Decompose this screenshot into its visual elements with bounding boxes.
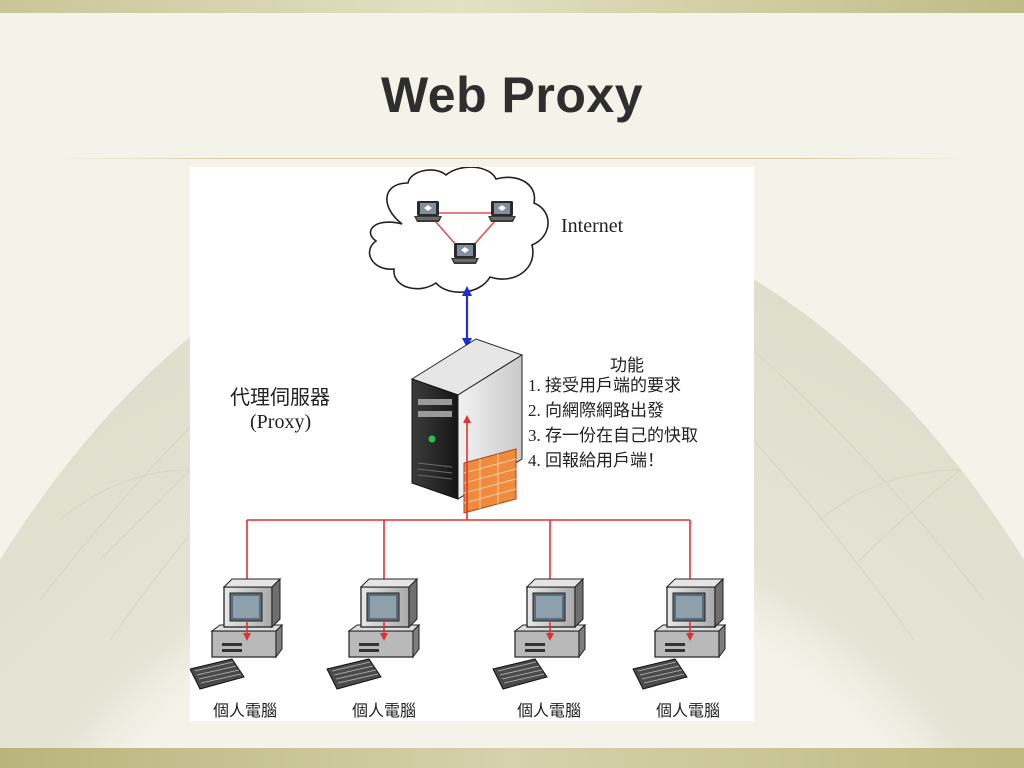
internet-laptop-icon (488, 201, 516, 222)
client-pc-icon (326, 578, 420, 690)
bottom-decorative-band (0, 748, 1024, 768)
functions-title: 功能 (610, 356, 644, 375)
client-pc-label: 個人電腦 (351, 703, 416, 720)
request-arrow-overlay (243, 622, 694, 641)
function-item: 1. 接受用戶端的要求 (528, 376, 681, 395)
client-pc-label: 個人電腦 (655, 703, 720, 720)
client-pc-label: 個人電腦 (212, 703, 277, 720)
client-pc-label: 個人電腦 (516, 703, 581, 720)
proxy-label-english: (Proxy) (250, 411, 312, 433)
internet-cloud (368, 167, 549, 293)
functions-list: 1. 接受用戶端的要求 2. 向網際網路出發 3. 存一份在自己的快取 4. 回… (528, 373, 698, 473)
client-pc-icon (190, 578, 283, 690)
internet-laptop-icon (414, 201, 442, 222)
network-diagram (190, 167, 726, 690)
internet-label: Internet (561, 215, 624, 237)
firewall-icon (463, 448, 517, 514)
diagram-panel: Internet 代理伺服器 (Proxy) 功能 1. 接受用戶端的要求 2.… (190, 167, 754, 721)
slide-title: Web Proxy (381, 67, 643, 123)
client-pc-icon (632, 578, 726, 690)
client-pc-icon (492, 578, 586, 690)
function-item: 4. 回報給用戶端！ (528, 451, 664, 470)
function-item: 2. 向網際網路出發 (528, 401, 664, 420)
proxy-label: 代理伺服器 (230, 387, 330, 409)
top-decorative-band (0, 0, 1024, 13)
function-item: 3. 存一份在自己的快取 (528, 426, 698, 445)
internet-laptop-icon (451, 243, 479, 264)
title-divider (50, 158, 974, 159)
